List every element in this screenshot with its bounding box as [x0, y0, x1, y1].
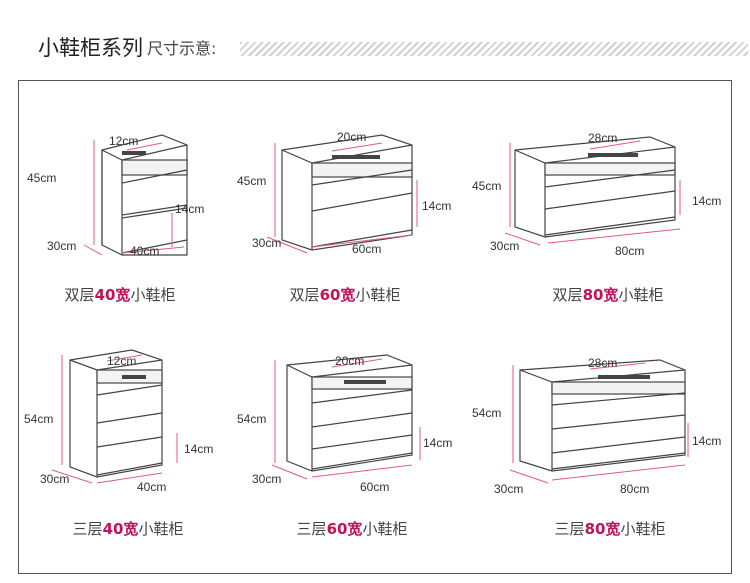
handle-label: 28cm — [588, 131, 617, 145]
cabinet-diagram-4: 54cm 30cm 40cm 14cm 12cm — [24, 349, 213, 494]
cabinet-caption-6: 三层80宽小鞋柜 — [554, 520, 666, 538]
cabinet-diagram-6: 54cm 30cm 80cm 14cm 28cm — [472, 356, 721, 495]
height-label: 45cm — [237, 174, 266, 188]
depth-label: 30cm — [40, 472, 69, 486]
shelf-label: 14cm — [423, 436, 452, 450]
height-label: 54cm — [237, 412, 266, 426]
handle-label: 20cm — [337, 130, 366, 144]
cabinet-caption-5: 三层60宽小鞋柜 — [296, 520, 408, 538]
width-label: 60cm — [360, 480, 389, 494]
depth-label: 30cm — [494, 482, 523, 495]
cabinet-caption-3: 双层80宽小鞋柜 — [552, 286, 664, 304]
depth-label: 30cm — [252, 472, 281, 486]
handle-label: 12cm — [107, 354, 136, 368]
cabinet-caption-4: 三层40宽小鞋柜 — [72, 520, 184, 538]
shelf-label: 14cm — [422, 199, 451, 213]
cabinet-caption-1: 双层40宽小鞋柜 — [64, 286, 176, 304]
cabinet-diagram-2: 45cm 30cm 60cm 14cm 20cm — [237, 130, 451, 256]
decorative-stripe — [240, 42, 748, 56]
shelf-label: 14cm — [184, 442, 213, 456]
height-label: 45cm — [472, 179, 501, 193]
handle-label: 20cm — [335, 354, 364, 368]
cabinet-diagram-5: 54cm 30cm 60cm 14cm 20cm — [237, 354, 452, 494]
shelf-label: 14cm — [692, 434, 721, 448]
depth-label: 30cm — [490, 239, 519, 253]
cabinet-diagram-3: 45cm 30cm 80cm 14cm 28cm — [472, 131, 721, 258]
height-label: 54cm — [472, 406, 501, 420]
height-label: 45cm — [27, 171, 56, 185]
content-frame — [18, 80, 732, 574]
width-label: 40cm — [130, 244, 159, 258]
width-label: 80cm — [615, 244, 644, 258]
section-title: 小鞋柜系列 — [38, 36, 143, 60]
cabinet-diagram-1: 45cm 30cm 40cm 14cm 12cm — [27, 134, 204, 258]
depth-label: 30cm — [252, 236, 281, 250]
width-label: 40cm — [137, 480, 166, 494]
shelf-label: 14cm — [175, 202, 204, 216]
depth-label: 30cm — [47, 239, 76, 253]
shelf-label: 14cm — [692, 194, 721, 208]
handle-label: 28cm — [588, 356, 617, 370]
height-label: 54cm — [24, 412, 53, 426]
section-header: 小鞋柜系列 尺寸示意: — [38, 30, 216, 64]
width-label: 60cm — [352, 242, 381, 256]
handle-label: 12cm — [109, 134, 138, 148]
width-label: 80cm — [620, 482, 649, 495]
section-subtitle: 尺寸示意: — [147, 39, 217, 58]
cabinet-caption-2: 双层60宽小鞋柜 — [289, 286, 401, 304]
